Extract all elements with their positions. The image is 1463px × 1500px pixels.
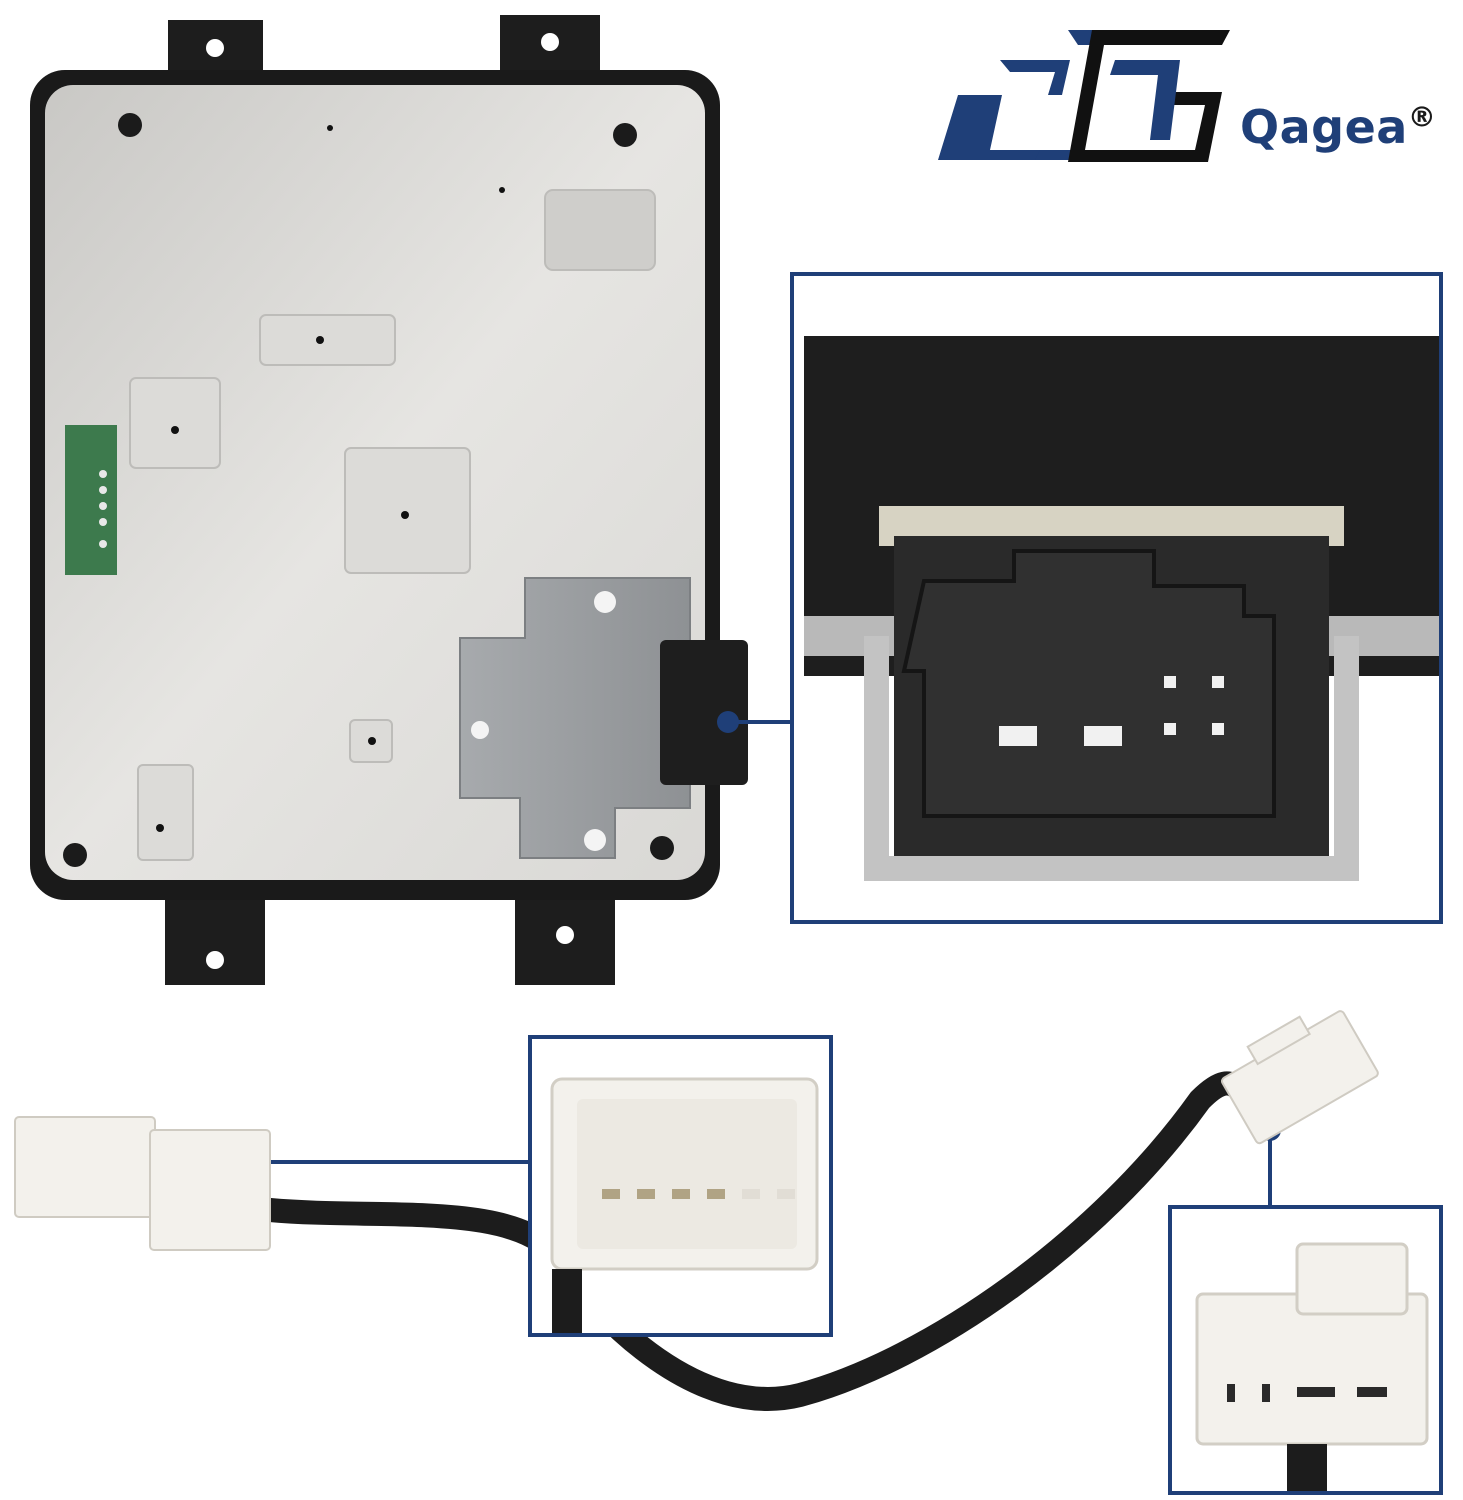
inset-module-connector xyxy=(790,272,1443,924)
right-plug-closeup-image xyxy=(1172,1209,1439,1491)
left-plug-closeup-image xyxy=(532,1039,829,1333)
left-plug xyxy=(14,1116,156,1218)
registered-mark: ® xyxy=(1407,100,1437,134)
inset-right-plug xyxy=(1168,1205,1443,1495)
brand-name-text: Qagea xyxy=(1240,100,1408,154)
module-connector-closeup-image xyxy=(794,276,1439,920)
brand-name: Qagea® xyxy=(1240,100,1436,154)
right-plug xyxy=(1221,1010,1379,1145)
inset-left-plug xyxy=(528,1035,833,1337)
